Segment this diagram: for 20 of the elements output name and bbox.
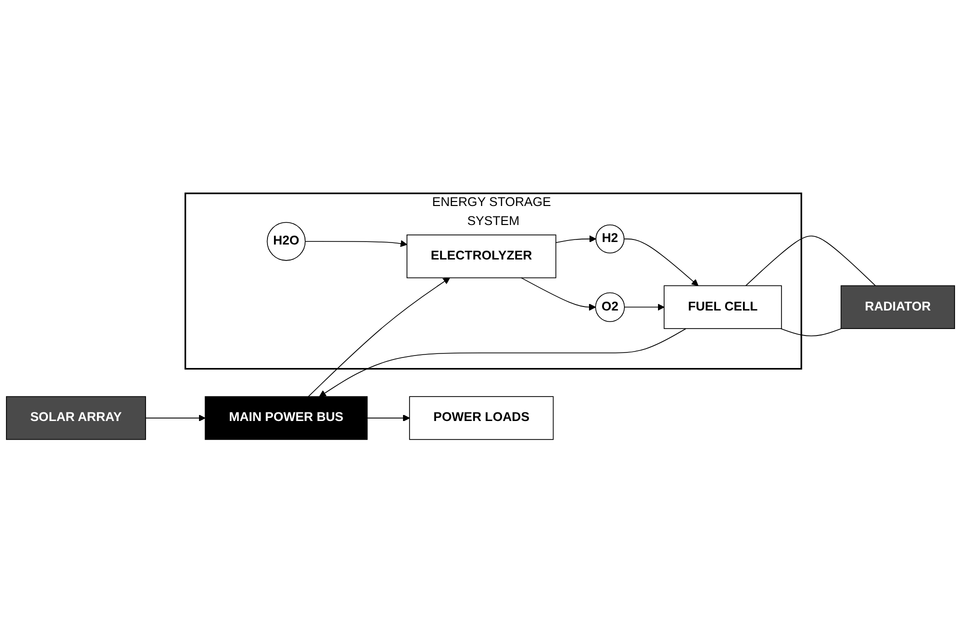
node-box: POWER LOADS [409, 396, 554, 440]
arrow [624, 303, 664, 310]
arrow [319, 328, 686, 396]
node-box: RADIATOR [840, 284, 956, 329]
node-circle: H2O [266, 222, 306, 260]
arrow [366, 414, 410, 422]
arrow [304, 240, 408, 247]
node-box: SOLAR ARRAY [6, 396, 146, 440]
arrow [624, 238, 698, 286]
node-box: MAIN POWER BUS [204, 396, 368, 440]
node-box: ELECTROLYZER [406, 234, 556, 278]
arrow [520, 276, 596, 310]
arrow [308, 277, 450, 397]
node-circle: H2 [596, 224, 624, 253]
connector [780, 328, 842, 336]
arrow [555, 235, 596, 243]
arrow [145, 414, 206, 422]
connector [745, 235, 876, 286]
node-circle: O2 [595, 292, 625, 322]
node-box: FUEL CELL [664, 284, 782, 329]
